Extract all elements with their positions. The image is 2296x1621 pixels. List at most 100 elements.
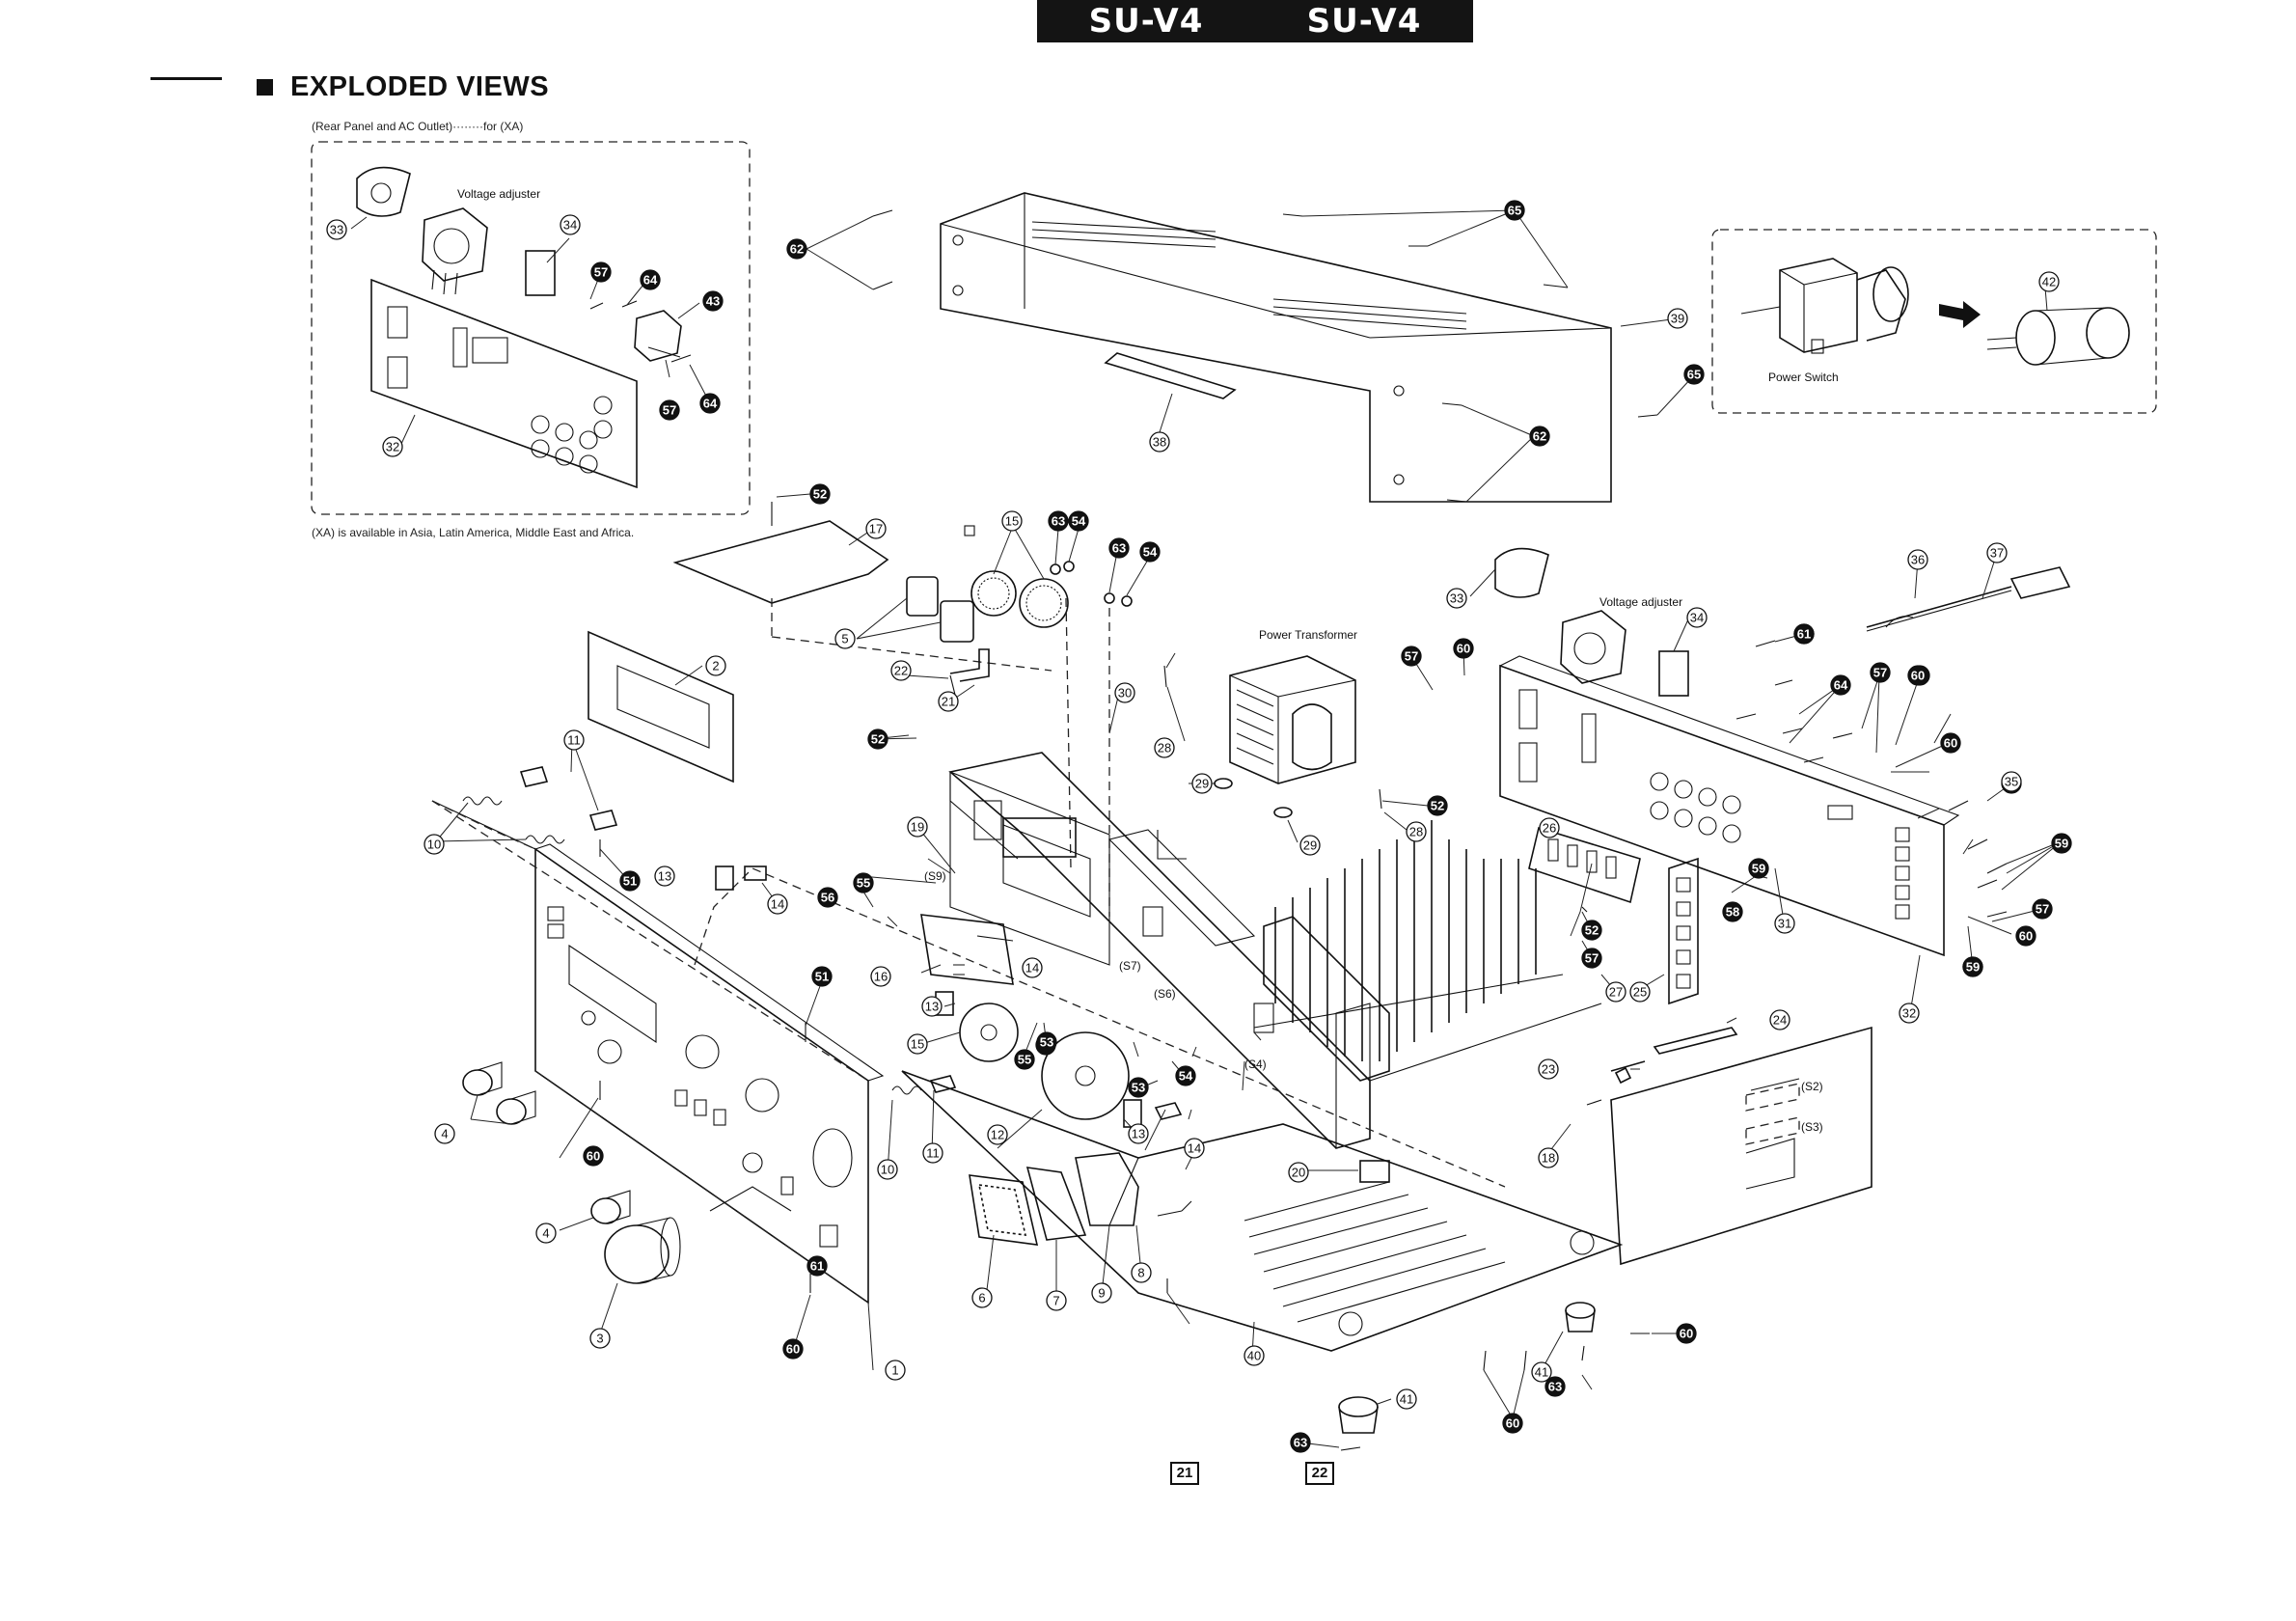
callout-19: 19 (907, 816, 928, 838)
callout-number: 60 (587, 1149, 600, 1164)
callout-number: 39 (1671, 312, 1684, 326)
rear-panel-inset: Voltage adjuster (311, 141, 751, 515)
callout-63: 63 (1108, 537, 1130, 559)
callout-51: 51 (619, 870, 641, 892)
callout-13: 13 (921, 996, 943, 1017)
callout-53: 53 (1128, 1077, 1149, 1098)
callout-30: 30 (1114, 682, 1135, 703)
callout-32: 32 (1899, 1003, 1920, 1024)
callout-22: 22 (890, 660, 912, 681)
model-name-right: SU-V4 (1306, 2, 1422, 41)
callout-14: 14 (1184, 1138, 1205, 1159)
callout-number: 4 (441, 1127, 448, 1141)
arrow-right-icon (1939, 301, 1981, 328)
power-switch-inset: Power Switch (1711, 229, 2157, 414)
callout-65: 65 (1683, 364, 1705, 385)
power-switch-label: Power Switch (1768, 371, 1839, 384)
callout-28: 28 (1406, 821, 1427, 842)
callout-28: 28 (1154, 737, 1175, 758)
callout-number: 52 (1431, 799, 1444, 813)
callout-11: 11 (563, 729, 585, 751)
callout-number: 63 (1294, 1436, 1307, 1450)
callout-60: 60 (583, 1145, 604, 1167)
callout-layer: 3333343457575757575757575764646443323262… (326, 200, 2072, 1453)
callout-5: 5 (834, 628, 856, 649)
callout-number: 10 (427, 838, 441, 852)
callout-number: 41 (1535, 1365, 1548, 1380)
switch-s2-label: (S2) (1801, 1080, 1823, 1093)
callout-54: 54 (1175, 1065, 1196, 1086)
callout-41: 41 (1531, 1361, 1552, 1383)
bullet-square-icon (257, 79, 273, 96)
callout-number: 9 (1098, 1286, 1105, 1301)
callout-number: 25 (1633, 985, 1647, 1000)
callout-2: 2 (705, 655, 726, 676)
callout-52: 52 (809, 483, 831, 505)
callout-number: 51 (623, 874, 637, 889)
callout-57: 57 (1401, 646, 1422, 667)
callout-number: 37 (1990, 546, 2004, 561)
callout-number: 28 (1409, 825, 1423, 839)
callout-number: 62 (790, 242, 804, 257)
callout-55: 55 (853, 872, 874, 893)
rear-inset-caption: (Rear Panel and AC Outlet)········for (X… (312, 120, 524, 133)
callout-number: 14 (1025, 961, 1039, 975)
callout-54: 54 (1068, 510, 1089, 532)
callout-number: 23 (1542, 1062, 1555, 1077)
model-name-left: SU-V4 (1088, 2, 1204, 41)
callout-13: 13 (654, 865, 675, 887)
callout-61: 61 (806, 1255, 828, 1277)
callout-number: 24 (1773, 1013, 1787, 1028)
callout-15: 15 (907, 1033, 928, 1055)
power-transformer-label: Power Transformer (1259, 628, 1357, 642)
callout-10: 10 (424, 834, 445, 855)
callout-63: 63 (1290, 1432, 1311, 1453)
felt-strip (1104, 352, 1237, 399)
callout-11: 11 (922, 1142, 943, 1164)
callout-number: 60 (786, 1342, 800, 1357)
callout-57: 57 (659, 399, 680, 421)
voltage-selector-plate (356, 166, 411, 217)
callout-62: 62 (786, 238, 807, 260)
callout-number: 60 (1506, 1416, 1519, 1431)
callout-61: 61 (1793, 623, 1815, 645)
callout-number: 3 (596, 1332, 603, 1346)
callout-number: 54 (1143, 545, 1158, 560)
callout-7: 7 (1046, 1290, 1067, 1311)
callout-number: 31 (1778, 917, 1791, 931)
callout-40: 40 (1244, 1345, 1265, 1366)
callout-64: 64 (640, 269, 661, 290)
callout-52: 52 (867, 728, 888, 750)
callout-number: 2 (712, 659, 719, 673)
callout-57: 57 (1870, 662, 1891, 683)
callout-number: 52 (871, 732, 885, 747)
callout-34: 34 (560, 214, 581, 235)
callout-60: 60 (1907, 665, 1928, 686)
callout-number: 41 (1400, 1392, 1413, 1407)
callout-52: 52 (1427, 795, 1448, 816)
callout-number: 57 (2036, 902, 2049, 917)
callout-number: 15 (1005, 514, 1019, 529)
callout-8: 8 (1131, 1262, 1152, 1283)
switch-inset-border (1711, 229, 2157, 414)
callout-number: 28 (1158, 741, 1171, 756)
heat-sink (1263, 820, 1537, 1082)
voltage-adjuster-body (422, 207, 488, 282)
callout-59: 59 (1962, 956, 1983, 977)
callout-number: 56 (821, 891, 834, 905)
callout-number: 60 (1944, 736, 1957, 751)
bottom-cover-vents (1244, 1181, 1506, 1323)
callout-number: 57 (1873, 666, 1887, 680)
callout-37: 37 (1986, 542, 2008, 563)
callout-number: 5 (841, 632, 848, 646)
top-cover-vents (1031, 221, 1467, 330)
callout-number: 53 (1040, 1035, 1053, 1050)
callout-number: 63 (1052, 514, 1065, 529)
callout-number: 18 (1542, 1151, 1555, 1166)
callout-63: 63 (1544, 1376, 1566, 1397)
callout-number: 21 (942, 695, 955, 709)
callout-14: 14 (1022, 957, 1043, 978)
callout-number: 32 (1902, 1006, 1916, 1021)
callout-number: 32 (386, 440, 399, 454)
selector-cover (525, 250, 556, 296)
